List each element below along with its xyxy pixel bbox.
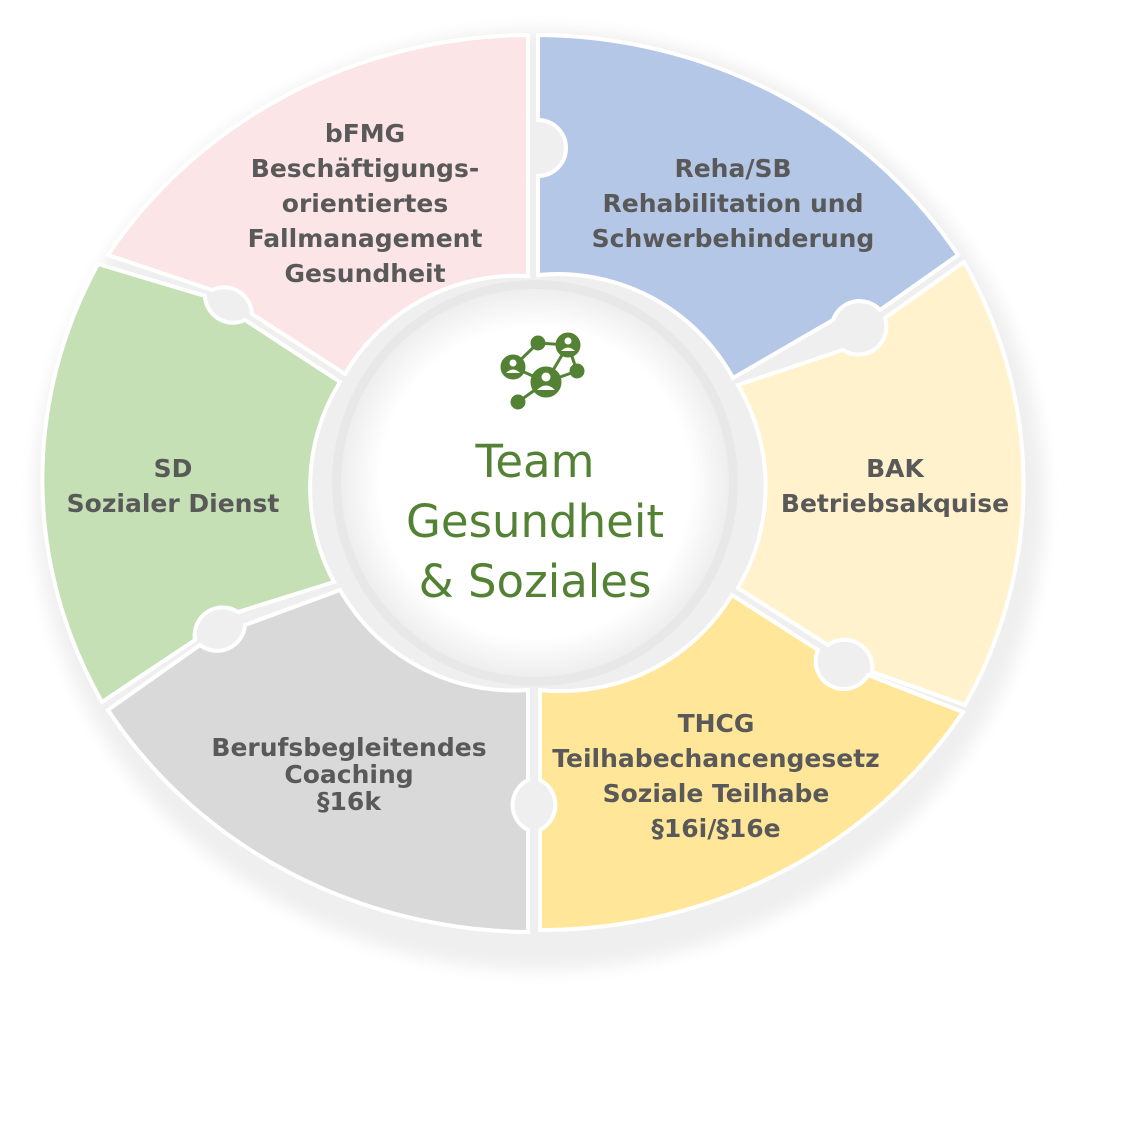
- segment-label-line: Fallmanagement: [248, 224, 483, 253]
- segment-bfmg: [104, 32, 530, 377]
- segment-label-line: BAK: [866, 454, 925, 483]
- segment-label-line: §16i/§16e: [651, 814, 780, 843]
- segment-label-line: SD: [154, 454, 193, 483]
- segment-label-line: Betriebsakquise: [781, 489, 1009, 518]
- segment-label-line: Reha/SB: [674, 154, 791, 183]
- segment-label-line: Gesundheit: [284, 259, 445, 288]
- segment-label-line: Sozialer Dienst: [67, 489, 280, 518]
- network-people-icon: [500, 332, 585, 410]
- segment-coaching: [105, 587, 530, 935]
- segment-bak: [735, 259, 1026, 708]
- segment-sd: [40, 261, 343, 705]
- center-title-line: Team: [475, 435, 595, 488]
- segment-label-sd: SD Sozialer Dienst: [67, 454, 280, 518]
- segment-label-line: Schwerbehinderung: [592, 224, 875, 253]
- segments-group: [40, 32, 1026, 935]
- segment-label-line: Coaching: [284, 760, 413, 789]
- segment-label-line: THCG: [678, 709, 755, 738]
- segment-label-line: Teilhabechancengesetz: [552, 744, 879, 773]
- segment-label-line: bFMG: [325, 119, 405, 148]
- segment-label-line: Beschäftigungs-: [251, 154, 479, 183]
- center-circle: [341, 289, 729, 677]
- segment-reha: [536, 32, 961, 381]
- center-title-line: Gesundheit: [406, 495, 664, 548]
- segment-label-line: Rehabilitation und: [603, 189, 864, 218]
- segment-label-line: §16k: [317, 787, 382, 816]
- segment-label-line: Soziale Teilhabe: [603, 779, 830, 808]
- segment-label-line: Berufsbegleitendes: [211, 733, 486, 762]
- segment-label-line: orientiertes: [282, 189, 448, 218]
- segment-thcg: [538, 592, 967, 933]
- segment-label-bak: BAK Betriebsakquise: [781, 454, 1009, 518]
- center-title-line: & Soziales: [419, 555, 652, 608]
